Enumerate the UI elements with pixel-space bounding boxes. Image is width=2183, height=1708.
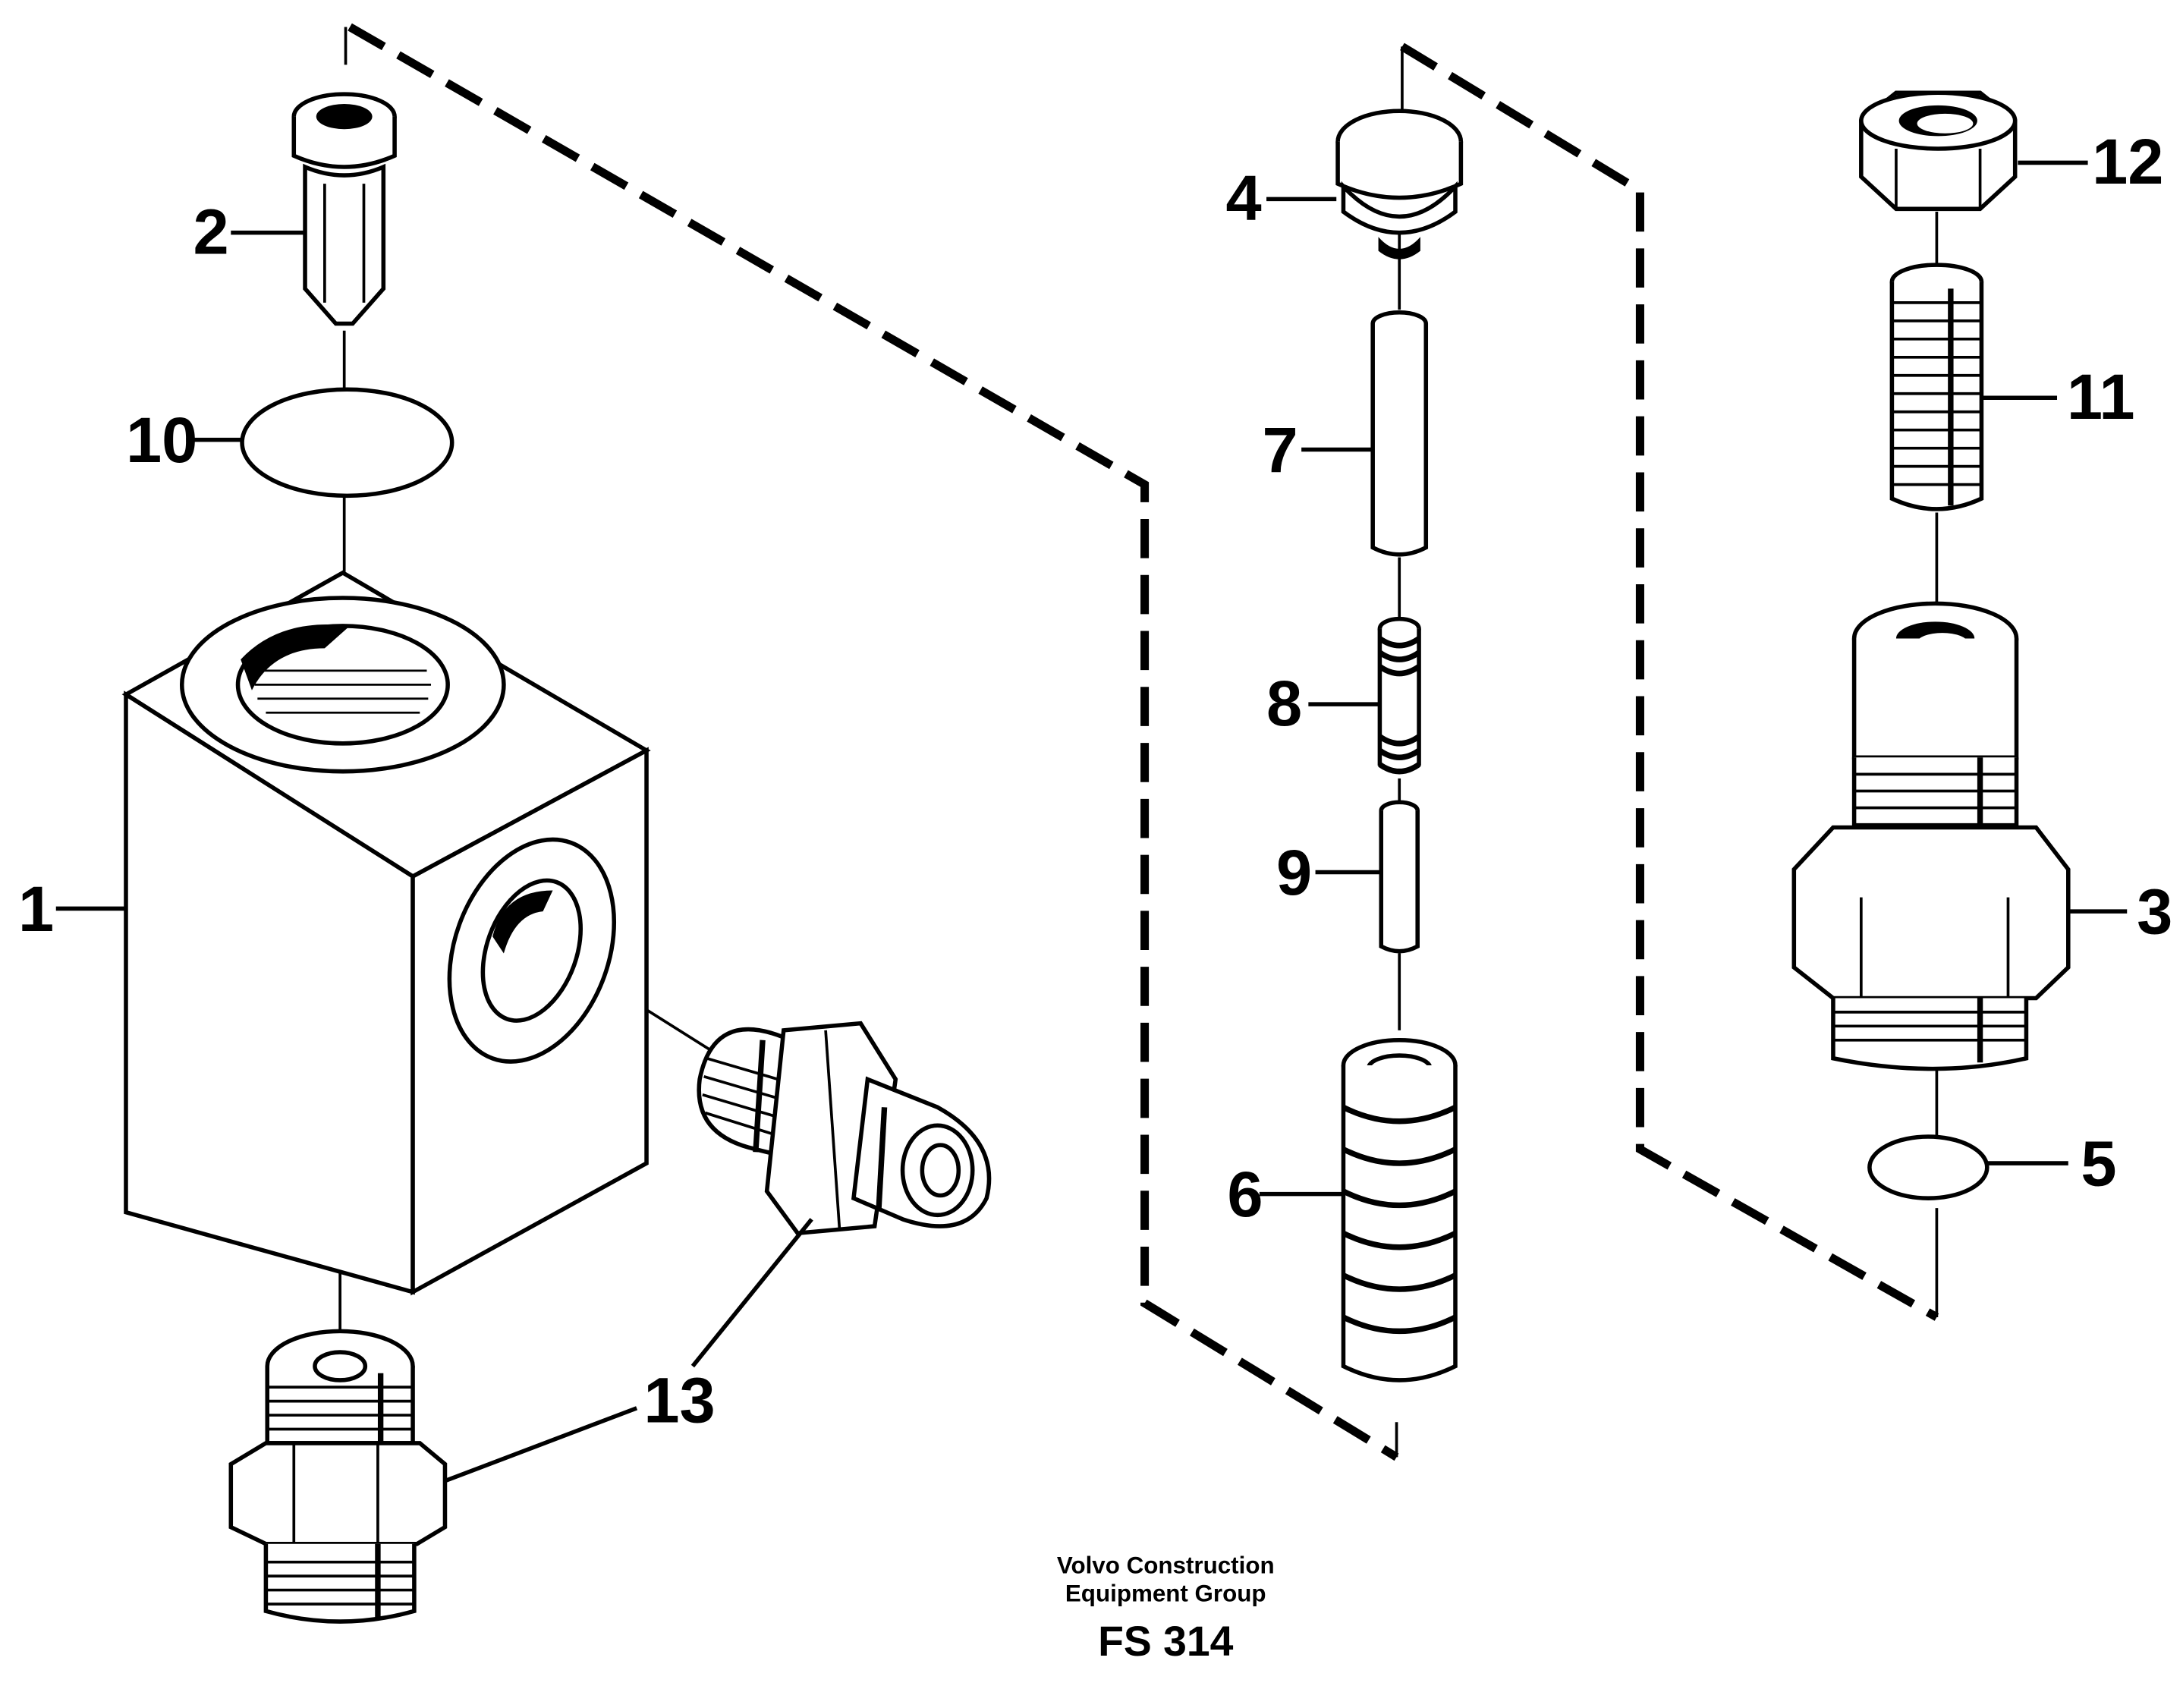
callout-1: 1 [18,873,54,945]
o-ring-large [240,387,455,499]
nozzle-plug [291,92,397,326]
pin-long [1370,310,1429,557]
assembly-boundary-left [344,23,1399,1461]
company-name-line2: Equipment Group [1065,1580,1266,1606]
callout-10: 10 [126,404,197,476]
threaded-stud [1889,263,1984,511]
footer: Volvo Construction Equipment Group FS 31… [1057,1552,1275,1665]
fitting-bottom [228,1329,448,1624]
valve-body-block [121,570,651,1296]
large-spring [1341,1038,1458,1382]
callout-6: 6 [1227,1158,1263,1230]
pin-short [1379,800,1420,954]
callout-7: 7 [1262,414,1298,486]
callout-4: 4 [1226,162,1262,234]
leader-lines [55,160,2128,1483]
callout-11: 11 [2067,360,2135,433]
o-ring-small [1867,1134,1990,1200]
callout-12: 12 [2092,125,2163,197]
callout-9: 9 [1276,836,1312,908]
small-spring [1377,616,1421,775]
callout-labels: 1 2 3 4 5 6 7 8 9 10 11 12 13 [18,125,2172,1436]
callout-3: 3 [2137,876,2172,948]
callout-13: 13 [643,1364,715,1436]
callout-5: 5 [2081,1128,2116,1200]
callout-8: 8 [1266,667,1302,739]
assembly-boundary-right [1400,42,1939,1321]
company-name-line1: Volvo Construction [1057,1552,1275,1578]
valve-housing [1791,601,2071,1071]
fitting-side [697,1021,992,1236]
callout-2: 2 [193,195,229,267]
hex-nut [1859,90,2018,212]
figure-code: FS 314 [1098,1618,1234,1665]
valve-cap [1335,109,1464,260]
